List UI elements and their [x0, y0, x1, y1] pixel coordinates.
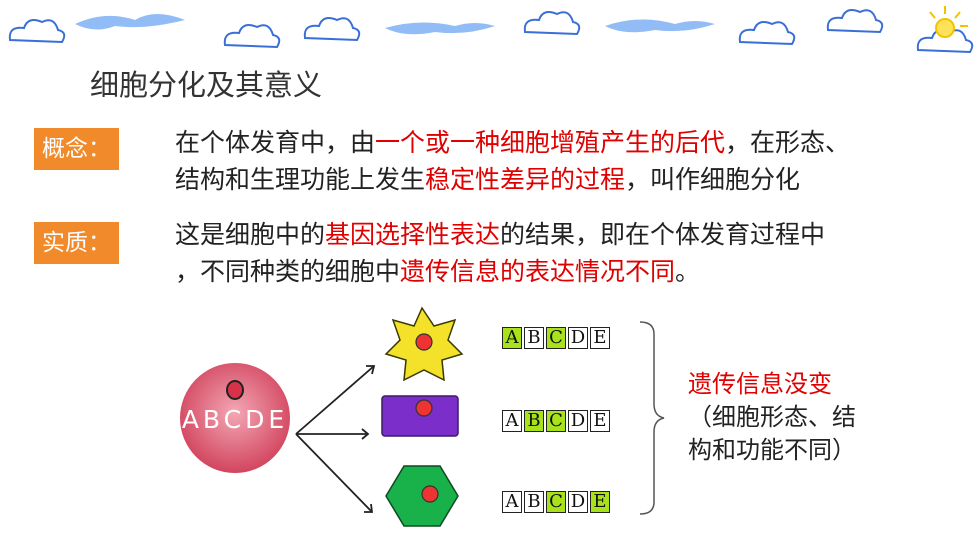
gene-cell: E: [590, 491, 610, 513]
arrows: [295, 365, 376, 513]
essence-text: 这是细胞中的基因选择性表达的结果，即在个体发育过程中 ，不同种类的细胞中遗传信息…: [175, 216, 825, 290]
gene-cell: E: [590, 410, 610, 432]
text-span: ，在形态、: [725, 128, 851, 157]
concept-text: 在个体发育中，由一个或一种细胞增殖产生的后代，在形态、 结构和生理功能上发生稳定…: [175, 124, 850, 198]
nucleus-icon: [421, 485, 439, 503]
gene-cell: C: [546, 491, 566, 513]
wind-streak-icon: [75, 14, 185, 30]
summary-line-3: 构和功能不同）: [688, 436, 856, 464]
text-span: ，叫作细胞分化: [625, 165, 801, 194]
essence-label: 实质：: [34, 222, 119, 264]
essence-line-2: ，不同种类的细胞中遗传信息的表达情况不同。: [175, 253, 825, 290]
gene-cell: A: [502, 491, 522, 513]
essence-line-1: 这是细胞中的基因选择性表达的结果，即在个体发育过程中: [175, 216, 825, 253]
text-span: ，不同种类的细胞中: [175, 257, 401, 286]
gene-cell: C: [546, 410, 566, 432]
cloud-banner: [8, 6, 974, 54]
hexagon-cell: [385, 465, 459, 527]
source-cell: [180, 363, 290, 473]
page-title: 细胞分化及其意义: [90, 68, 323, 102]
gene-cell: B: [524, 491, 544, 513]
text-span: 这是细胞中的: [175, 220, 326, 249]
gene-cell: E: [590, 327, 610, 349]
text-span: 结构和生理功能上发生: [175, 165, 426, 194]
concept-line-1: 在个体发育中，由一个或一种细胞增殖产生的后代，在形态、: [175, 124, 850, 161]
nucleus-icon: [415, 399, 433, 417]
source-cell-label: ABCDE: [181, 405, 289, 434]
star-cell: [384, 306, 464, 382]
gene-cell: C: [546, 327, 566, 349]
arrow-icon: [295, 365, 375, 435]
gene-cell: B: [524, 410, 544, 432]
text-span: 的结果，即在个体发育过程中: [500, 220, 826, 249]
arrow-icon: [295, 433, 373, 513]
summary: 遗传信息没变 （细胞形态、结 构和功能不同）: [688, 368, 856, 467]
text-span: 。: [675, 257, 701, 286]
cloud-icon: [223, 24, 281, 49]
gene-cell: B: [524, 327, 544, 349]
gene-cell: D: [568, 327, 588, 349]
cloud-icon: [8, 19, 66, 44]
concept-label: 概念：: [34, 128, 119, 170]
cloud-icon: [523, 11, 581, 36]
nucleus-icon: [415, 333, 433, 351]
wind-streak-icon: [385, 22, 495, 35]
summary-line-2: （细胞形态、结: [688, 403, 856, 431]
highlight-span: 基因选择性表达: [325, 220, 501, 249]
brace-icon: [639, 321, 665, 515]
summary-line-1: 遗传信息没变: [688, 370, 832, 398]
text-span: 在个体发育中，由: [175, 128, 376, 157]
nucleus-icon: [226, 380, 244, 400]
gene-cell: D: [568, 410, 588, 432]
concept-line-2: 结构和生理功能上发生稳定性差异的过程，叫作细胞分化: [175, 161, 850, 198]
highlight-span: 稳定性差异的过程: [425, 165, 626, 194]
cloud-icon: [826, 9, 884, 34]
sun-icon: [929, 6, 968, 38]
rectangle-cell: [381, 395, 459, 437]
arrowhead-icon: [366, 365, 376, 375]
gene-cell: A: [502, 410, 522, 432]
differentiation-diagram: [180, 306, 665, 527]
highlight-span: 遗传信息的表达情况不同: [400, 257, 676, 286]
gene-cell: A: [502, 327, 522, 349]
arrowhead-icon: [364, 503, 374, 513]
cloud-icon: [303, 17, 361, 42]
arrowhead-icon: [361, 428, 370, 440]
cloud-icon: [738, 21, 796, 46]
wind-streak-icon: [605, 19, 715, 33]
gene-cell: D: [568, 491, 588, 513]
highlight-span: 一个或一种细胞增殖产生的后代: [375, 128, 726, 157]
